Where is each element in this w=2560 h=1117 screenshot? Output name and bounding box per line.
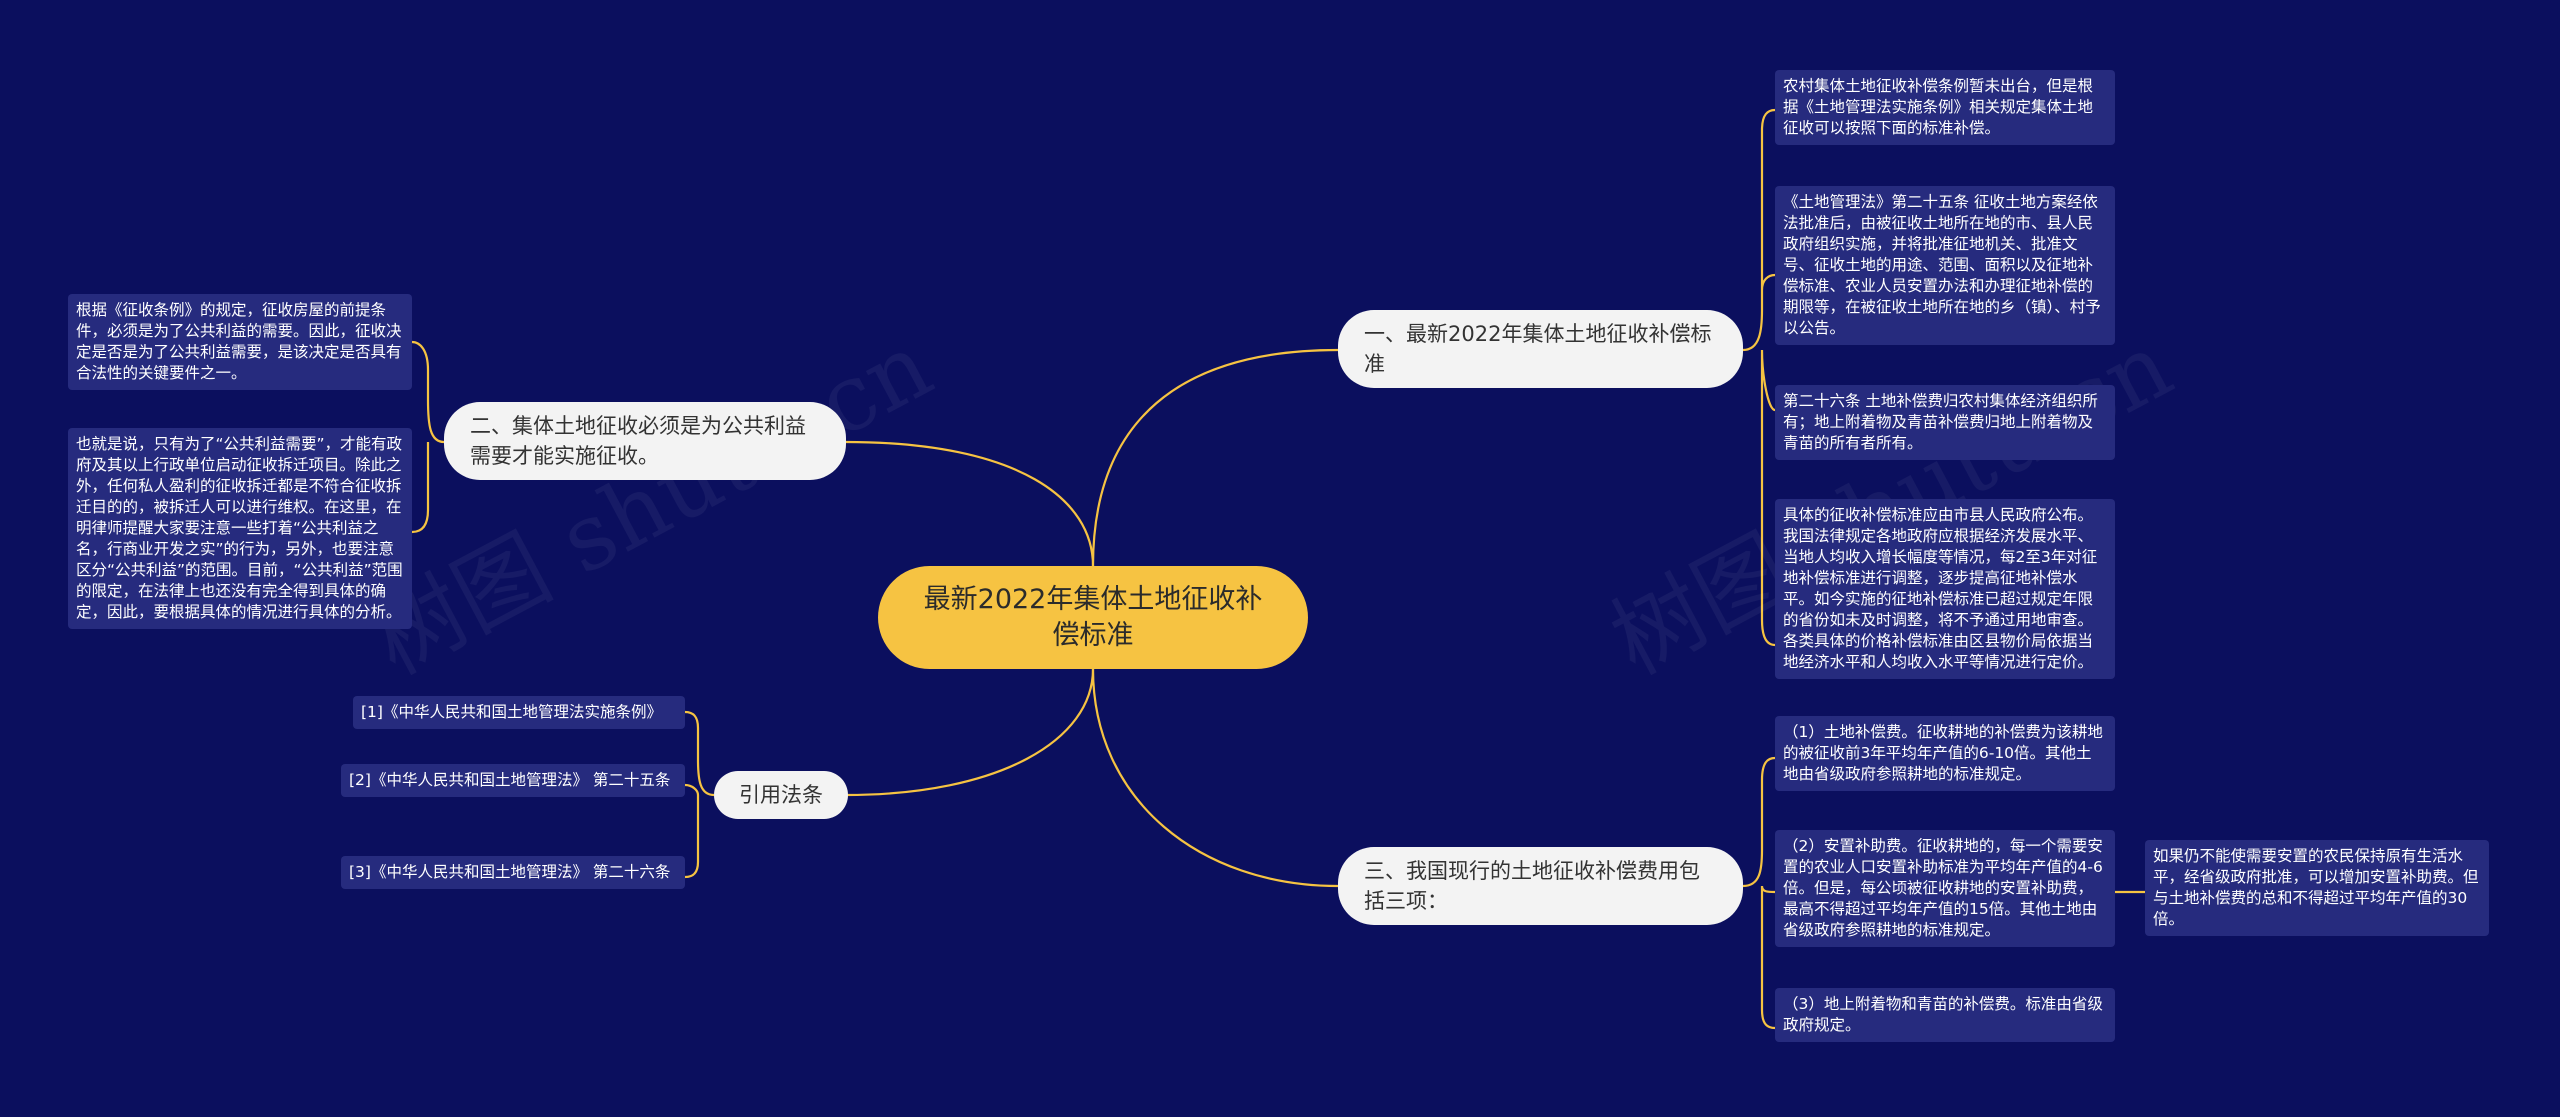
link-b4-bracket bbox=[684, 710, 715, 879]
leaf-node[interactable]: 也就是说，只有为了“公共利益需要”，才能有政府及其以上行政单位启动征收拆迁项目。… bbox=[68, 428, 412, 629]
leaf-node[interactable]: 第二十六条 土地补偿费归农村集体经济组织所有；地上附着物及青苗补偿费归地上附着物… bbox=[1775, 385, 2115, 460]
leaf-node[interactable]: 如果仍不能使需要安置的农民保持原有生活水平，经省级政府批准，可以增加安置补助费。… bbox=[2145, 840, 2489, 936]
leaf-text: 如果仍不能使需要安置的农民保持原有生活水平，经省级政府批准，可以增加安置补助费。… bbox=[2153, 847, 2479, 928]
leaf-text: 具体的征收补偿标准应由市县人民政府公布。我国法律规定各地政府应根据经济发展水平、… bbox=[1783, 506, 2098, 671]
leaf-text: [1]《中华人民共和国土地管理法实施条例》 bbox=[361, 703, 662, 721]
link-root-b3 bbox=[1091, 668, 1339, 888]
leaf-node[interactable]: 根据《征收条例》的规定，征收房屋的前提条件，必须是为了公共利益的需要。因此，征收… bbox=[68, 294, 412, 390]
link-b3-bracket bbox=[1742, 756, 1776, 1030]
leaf-text: （2）安置补助费。征收耕地的，每一个需要安置的农业人口安置补助标准为平均年产值的… bbox=[1783, 837, 2103, 939]
root-node[interactable]: 最新2022年集体土地征收补偿标准 bbox=[878, 566, 1308, 669]
branch-node-citations[interactable]: 引用法条 bbox=[714, 771, 848, 819]
branch-label: 引用法条 bbox=[739, 783, 823, 807]
leaf-text: 《土地管理法》第二十五条 征收土地方案经依法批准后，由被征收土地所在地的市、县人… bbox=[1783, 193, 2101, 337]
root-title: 最新2022年集体土地征收补偿标准 bbox=[923, 583, 1263, 651]
leaf-text: 农村集体土地征收补偿条例暂未出台，但是根据《土地管理法实施条例》相关规定集体土地… bbox=[1783, 77, 2094, 137]
leaf-node[interactable]: （1）土地补偿费。征收耕地的补偿费为该耕地的被征收前3年平均年产值的6-10倍。… bbox=[1775, 716, 2115, 791]
leaf-node[interactable]: 具体的征收补偿标准应由市县人民政府公布。我国法律规定各地政府应根据经济发展水平、… bbox=[1775, 499, 2115, 679]
leaf-text: [2]《中华人民共和国土地管理法》 第二十五条 bbox=[349, 771, 671, 789]
branch-node-public-interest[interactable]: 二、集体土地征收必须是为公共利益需要才能实施征收。 bbox=[444, 402, 846, 480]
leaf-text: （1）土地补偿费。征收耕地的补偿费为该耕地的被征收前3年平均年产值的6-10倍。… bbox=[1783, 723, 2103, 783]
branch-label: 三、我国现行的土地征收补偿费用包括三项： bbox=[1364, 859, 1700, 913]
leaf-text: [3]《中华人民共和国土地管理法》 第二十六条 bbox=[349, 863, 671, 881]
link-b1-bracket bbox=[1742, 108, 1776, 647]
leaf-text: 根据《征收条例》的规定，征收房屋的前提条件，必须是为了公共利益的需要。因此，征收… bbox=[76, 301, 402, 382]
link-root-b1 bbox=[1091, 348, 1339, 567]
leaf-node[interactable]: （3）地上附着物和青苗的补偿费。标准由省级政府规定。 bbox=[1775, 988, 2115, 1042]
link-root-b2 bbox=[845, 440, 1095, 567]
citation-link[interactable]: [3]《中华人民共和国土地管理法》 第二十六条 bbox=[341, 856, 685, 889]
leaf-node[interactable]: （2）安置补助费。征收耕地的，每一个需要安置的农业人口安置补助标准为平均年产值的… bbox=[1775, 830, 2115, 947]
link-b2-bracket bbox=[411, 340, 445, 534]
branch-label: 一、最新2022年集体土地征收补偿标准 bbox=[1364, 322, 1712, 376]
citation-link[interactable]: [2]《中华人民共和国土地管理法》 第二十五条 bbox=[341, 764, 685, 797]
link-root-b4 bbox=[845, 668, 1095, 797]
leaf-text: 也就是说，只有为了“公共利益需要”，才能有政府及其以上行政单位启动征收拆迁项目。… bbox=[76, 435, 403, 621]
branch-node-standards[interactable]: 一、最新2022年集体土地征收补偿标准 bbox=[1338, 310, 1743, 388]
leaf-text: 第二十六条 土地补偿费归农村集体经济组织所有；地上附着物及青苗补偿费归地上附着物… bbox=[1783, 392, 2098, 452]
branch-node-compensation-items[interactable]: 三、我国现行的土地征收补偿费用包括三项： bbox=[1338, 847, 1743, 925]
leaf-node[interactable]: 农村集体土地征收补偿条例暂未出台，但是根据《土地管理法实施条例》相关规定集体土地… bbox=[1775, 70, 2115, 145]
leaf-text: （3）地上附着物和青苗的补偿费。标准由省级政府规定。 bbox=[1783, 995, 2103, 1034]
leaf-node[interactable]: 《土地管理法》第二十五条 征收土地方案经依法批准后，由被征收土地所在地的市、县人… bbox=[1775, 186, 2115, 345]
citation-link[interactable]: [1]《中华人民共和国土地管理法实施条例》 bbox=[353, 696, 685, 729]
branch-label: 二、集体土地征收必须是为公共利益需要才能实施征收。 bbox=[470, 414, 806, 468]
